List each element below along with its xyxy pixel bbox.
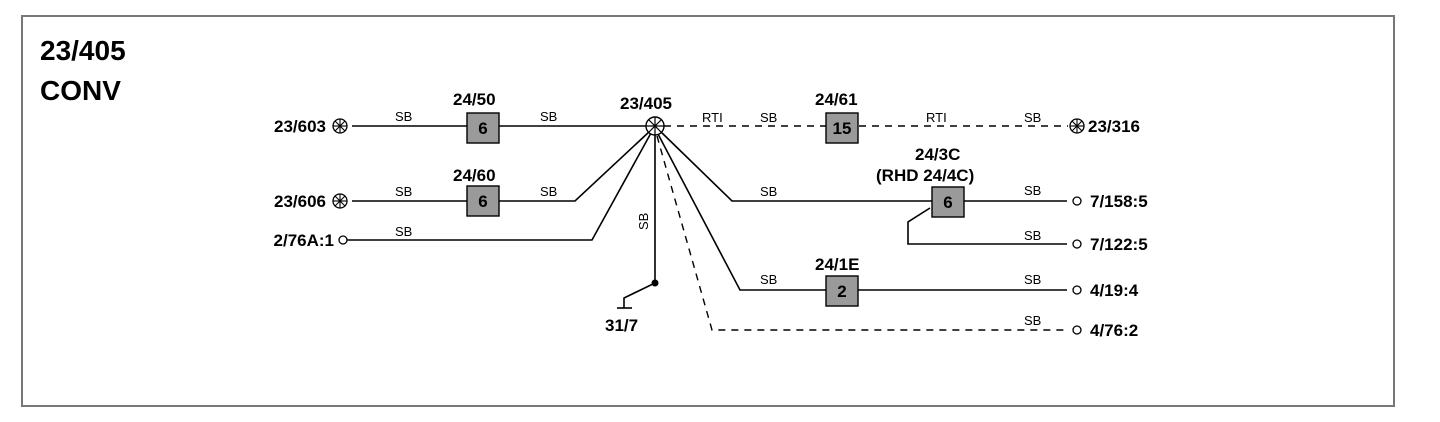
connector-4-19: 4/19:4: [1090, 281, 1139, 300]
terminal-icon-4-19: [1072, 285, 1082, 295]
wire-color-label: SB: [1024, 228, 1041, 243]
fuse-label-24-1e: 24/1E: [815, 255, 859, 274]
wire-color-label: SB: [760, 272, 777, 287]
connector-2-76a: 2/76A:1: [274, 231, 334, 250]
fuse-number-24-60: 6: [478, 192, 487, 211]
wire-color-label: SB: [636, 213, 651, 230]
fuse-label-24-60: 24/60: [453, 166, 496, 185]
ground-label: 31/7: [605, 316, 638, 335]
wire-color-label: SB: [1024, 183, 1041, 198]
fuse-box-24-3c: [931, 186, 965, 218]
connector-23-603: 23/603: [274, 117, 326, 136]
wire-color-label: RTI: [926, 110, 947, 125]
wire-color-label: SB: [395, 184, 412, 199]
hub-splice-icon: [645, 116, 665, 136]
wire-color-label: SB: [540, 184, 557, 199]
fuse-label-24-3c: 24/3C: [915, 145, 960, 164]
wire-2-76a: [347, 132, 652, 241]
fuse-box-24-60: [466, 185, 500, 217]
ground-node-icon: [651, 279, 659, 287]
diagram-title-line-1: 23/405: [40, 35, 126, 66]
fuse-sublabel-24-4c: (RHD 24/4C): [876, 166, 974, 185]
fuse-number-24-61: 15: [833, 119, 852, 138]
fuse-number-24-1e: 2: [837, 282, 846, 301]
fuse-label-24-61: 24/61: [815, 90, 858, 109]
terminal-icon-4-76: [1072, 325, 1082, 335]
wire-7-122: [907, 207, 1067, 245]
connector-4-76: 4/76:2: [1090, 321, 1138, 340]
fuse-number-24-50: 6: [478, 119, 487, 138]
wire-color-label: SB: [1024, 110, 1041, 125]
wire-color-label: SB: [395, 224, 412, 239]
connector-7-122: 7/122:5: [1090, 235, 1148, 254]
terminal-icon-2-76a: [338, 235, 348, 245]
fuse-box-24-1e: [825, 275, 859, 307]
hub-label: 23/405: [620, 94, 672, 113]
wire-color-label: SB: [540, 109, 557, 124]
wire-to-24-3c: [659, 130, 1067, 202]
terminal-icon-7-158: [1072, 196, 1082, 206]
connector-23-606: 23/606: [274, 192, 326, 211]
wire-to-24-1e: [657, 133, 1067, 291]
diagram-title-line-2: CONV: [40, 75, 121, 106]
wire-color-label: SB: [1024, 272, 1041, 287]
splice-icon-23-603: [332, 118, 348, 134]
fuse-box-24-50: [466, 112, 500, 144]
splice-icon-23-316: [1069, 118, 1085, 134]
connector-7-158: 7/158:5: [1090, 192, 1148, 211]
connector-23-316: 23/316: [1088, 117, 1140, 136]
diagram-frame: [21, 15, 1395, 407]
wire-23-606: [352, 130, 651, 202]
terminal-icon-7-122: [1072, 239, 1082, 249]
splice-icon-23-606: [332, 193, 348, 209]
wire-4-76: [656, 135, 1067, 331]
wire-color-label: SB: [395, 109, 412, 124]
wire-color-label: RTI: [702, 110, 723, 125]
wire-color-label: SB: [760, 110, 777, 125]
wire-color-label: SB: [760, 184, 777, 199]
fuse-number-24-3c: 6: [943, 193, 952, 212]
fuse-label-24-50: 24/50: [453, 90, 496, 109]
fuse-box-24-61: [825, 112, 859, 144]
wire-color-label: SB: [1024, 313, 1041, 328]
wire-ground: [623, 135, 656, 308]
